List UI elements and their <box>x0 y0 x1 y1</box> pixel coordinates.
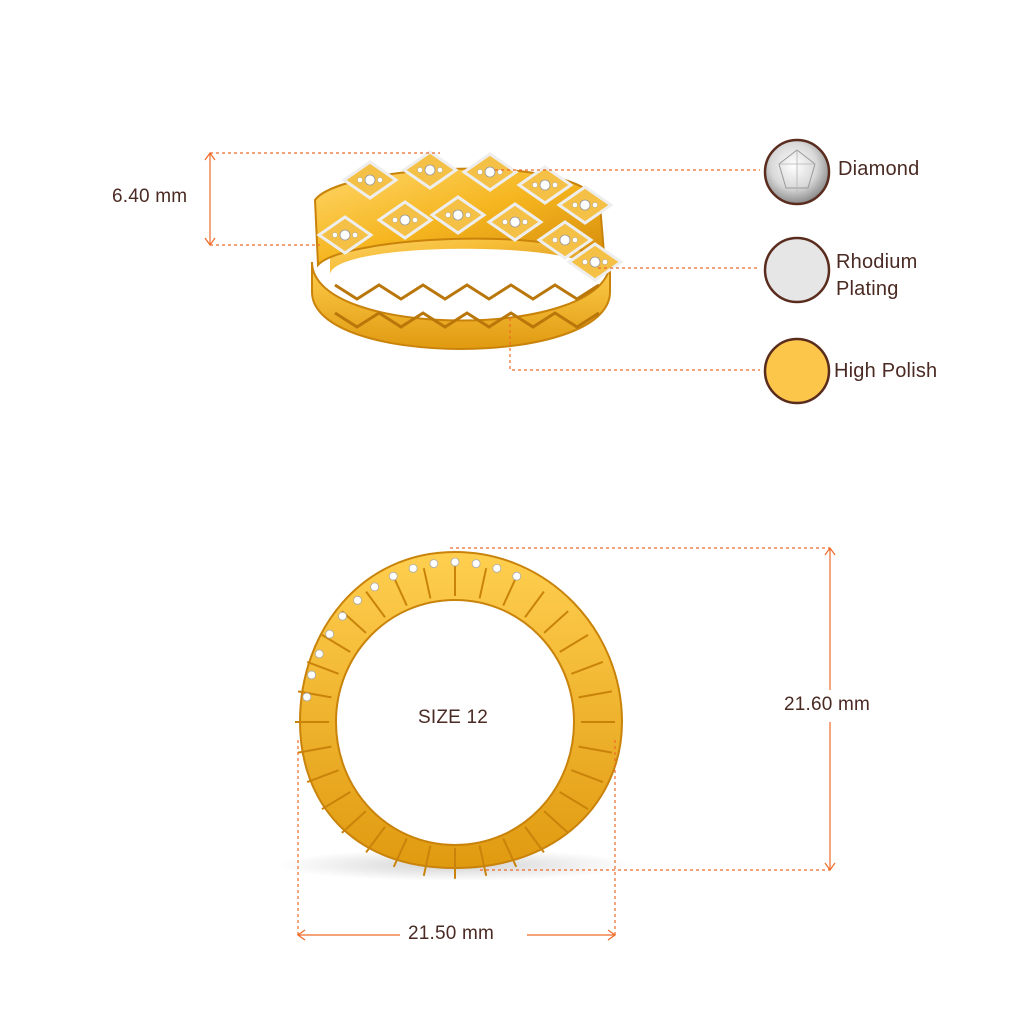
front-diamond-stone <box>492 563 502 573</box>
front-diamond-stone <box>353 595 362 605</box>
ring-segment-divider <box>578 745 613 754</box>
height-dimension-label: 6.40 mm <box>112 186 188 207</box>
ring-segment-divider <box>524 826 545 853</box>
diamond-stone <box>352 232 358 238</box>
legend-polish-label: High Polish <box>834 360 938 382</box>
diamond-stone <box>572 237 578 243</box>
diamond-stone <box>532 182 538 188</box>
diamond-stone <box>477 169 483 175</box>
diamond-stone <box>437 167 443 173</box>
diamond-stone <box>572 202 578 208</box>
ring-segment-divider <box>478 845 488 877</box>
diamond-stone <box>484 166 496 178</box>
ring-segment-divider <box>321 791 351 810</box>
diamond-stone <box>582 259 588 265</box>
diamond-stone <box>465 212 471 218</box>
ring-segment-divider <box>365 591 386 618</box>
ring-segment-divider <box>392 837 408 868</box>
ring-segment-divider <box>559 791 589 810</box>
ring-segment-divider <box>365 826 386 853</box>
lattice-strand <box>334 283 600 301</box>
ring-segment-divider <box>341 810 367 834</box>
polish-swatch-icon <box>763 337 831 405</box>
rhodium-swatch-icon <box>763 236 831 304</box>
diamond-stone <box>589 256 601 268</box>
front-diamond-stone <box>314 649 324 659</box>
ring-segment-divider <box>297 745 332 754</box>
ring-front-diamonds <box>302 557 522 702</box>
diamond-stone <box>364 174 376 186</box>
diamond-stone <box>417 167 423 173</box>
ring-diamond-settings <box>316 150 624 282</box>
diamond-stone <box>452 209 464 221</box>
diamond-stone <box>339 229 351 241</box>
diamond-stone <box>522 219 528 225</box>
ring-segment-divider <box>306 769 339 783</box>
front-diamond-stone <box>408 563 418 573</box>
diamond-stone <box>445 212 451 218</box>
ring-segment-divider <box>502 837 518 868</box>
ring-size-label: SIZE 12 <box>418 707 489 728</box>
ring-lower-lattice <box>334 283 600 329</box>
ring-segment-divider <box>306 661 339 675</box>
diamond-stone <box>539 179 551 191</box>
front-diamond-stone <box>338 611 347 621</box>
front-diamond-stone <box>512 571 522 581</box>
lattice-strand <box>334 311 600 329</box>
diamond-stone <box>377 177 383 183</box>
legend-swatches <box>763 138 831 405</box>
front-diamond-stone <box>450 557 460 567</box>
diamond-stone <box>502 219 508 225</box>
diamond-stone <box>412 217 418 223</box>
ring-segment-divider <box>571 661 604 675</box>
ring-segment-divider <box>571 769 604 783</box>
ring-segment-divider <box>578 690 613 699</box>
front-diamond-stone <box>429 559 439 568</box>
front-diamond-stone <box>302 692 312 702</box>
inner-height-dimension-label: 21.60 mm <box>784 694 871 715</box>
diamond-stone <box>559 234 571 246</box>
front-diamond-stone <box>325 629 335 639</box>
front-diamond-stone <box>307 670 317 680</box>
diamond-stone <box>357 177 363 183</box>
ring-segment-divider <box>524 591 545 618</box>
diamond-stone <box>509 216 521 228</box>
diamond-stone <box>399 214 411 226</box>
ring-segment-divider <box>543 610 569 634</box>
ring-lower-band <box>311 261 611 350</box>
legend-diamond-label: Diamond <box>838 158 920 180</box>
diamond-stone <box>424 164 436 176</box>
diamond-stone <box>552 182 558 188</box>
ring-front-segments <box>295 565 615 879</box>
ring-segment-divider <box>392 576 408 607</box>
ring-segment-divider <box>502 576 518 607</box>
diamond-stone <box>497 169 503 175</box>
ring-segment-divider <box>422 845 432 877</box>
ring-segment-divider <box>297 690 332 699</box>
diamond-stone <box>592 202 598 208</box>
ring-segment-divider <box>559 634 589 653</box>
dimension-lines <box>204 151 836 941</box>
front-diamond-stone <box>471 559 481 568</box>
legend-rhodium-label-line2: Plating <box>836 278 899 300</box>
ring-side-view <box>311 150 624 350</box>
diamond-stone <box>332 232 338 238</box>
diamond-stone <box>552 237 558 243</box>
ring-segment-divider <box>543 810 569 834</box>
ring-segment-divider <box>321 634 351 653</box>
inner-width-dimension-label: 21.50 mm <box>408 923 495 944</box>
ring-front-view <box>275 550 635 881</box>
diamond-swatch-icon <box>763 138 831 206</box>
front-diamond-stone <box>388 571 398 581</box>
diamond-stone <box>392 217 398 223</box>
front-diamond-stone <box>370 582 380 592</box>
ring-segment-divider <box>478 567 488 599</box>
ring-segment-divider <box>422 567 432 599</box>
legend-rhodium-label-line1: Rhodium <box>836 251 918 273</box>
diamond-stone <box>579 199 591 211</box>
diamond-stone <box>602 259 608 265</box>
